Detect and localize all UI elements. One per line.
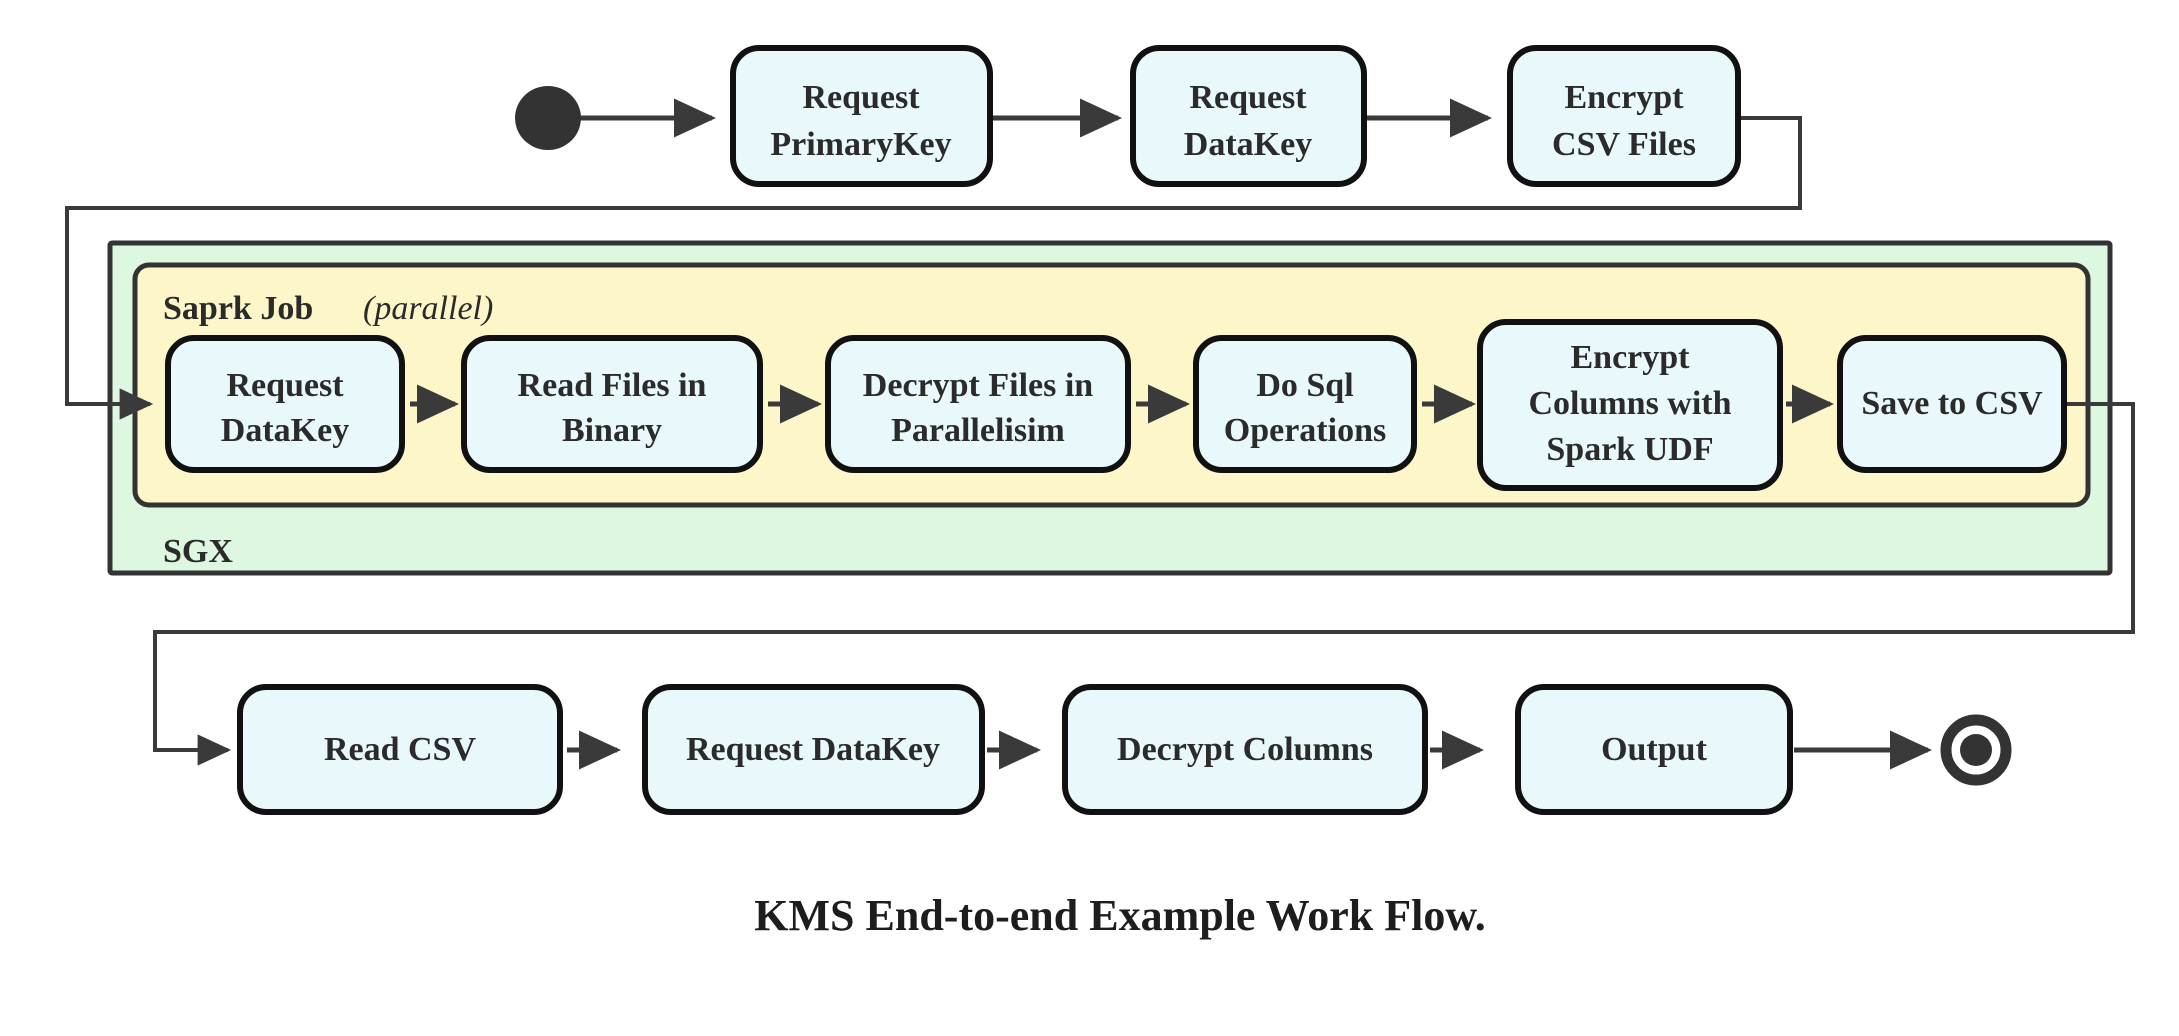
node-encrypt-csv-files-line-2: CSV Files (1552, 126, 1696, 163)
node-read-csv-shape[interactable] (237, 684, 563, 815)
node-do-sql-operations-line-1: Do Sql (1256, 367, 1353, 404)
node-save-to-csv-shape[interactable] (1837, 335, 2067, 473)
node-request-datakey-top-line-1: Request (1189, 79, 1307, 116)
node-request-datakey-top-line-2: DataKey (1184, 126, 1312, 163)
node-read-files-in-binary-shape[interactable] (461, 335, 763, 473)
node-read-csv[interactable]: Read CSV (237, 684, 563, 815)
node-decrypt-files-in-parallelisim-shape[interactable] (825, 335, 1131, 473)
parallel-word: parallel (372, 290, 482, 327)
node-do-sql-operations-line-2: Operations (1224, 412, 1386, 449)
edge-save-csv-to-read-csv (153, 402, 2135, 766)
node-output-shape[interactable] (1515, 684, 1793, 815)
node-request-primarykey-line-2: PrimaryKey (770, 126, 951, 163)
node-do-sql-operations-shape[interactable] (1193, 335, 1417, 473)
diagram-caption: KMS End-to-end Example Work Flow. (754, 891, 1485, 940)
node-request-datakey-spark-line-2: DataKey (221, 412, 349, 449)
node-decrypt-columns[interactable]: Decrypt Columns (1062, 684, 1428, 815)
node-request-datakey-spark-shape[interactable] (165, 335, 405, 473)
spark-job-label-parallel: (parallel) (363, 290, 493, 327)
node-read-files-in-binary[interactable]: Read Files in Binary (461, 335, 763, 473)
node-read-files-in-binary-line-2: Binary (562, 412, 662, 449)
node-do-sql-operations[interactable]: Do Sql Operations (1193, 335, 1417, 473)
start-state-node (515, 86, 581, 150)
node-request-datakey-bottom[interactable]: Request DataKey (642, 684, 985, 815)
node-read-csv-line-1: Read CSV (324, 731, 477, 768)
node-request-datakey-spark-line-1: Request (226, 367, 344, 404)
node-decrypt-files-line-2: Parallelisim (891, 412, 1065, 449)
node-encrypt-csv-files-shape[interactable] (1507, 45, 1741, 187)
node-encrypt-csv-files[interactable]: Encrypt CSV Files (1507, 45, 1741, 187)
node-output[interactable]: Output (1515, 684, 1793, 815)
paren-open: ( (363, 290, 377, 327)
spark-job-label-bold: Saprk Job (163, 290, 313, 327)
node-request-primarykey-shape[interactable] (730, 45, 993, 187)
paren-close: ) (480, 290, 493, 327)
node-request-datakey-spark[interactable]: Request DataKey (165, 335, 405, 473)
node-decrypt-columns-line-1: Decrypt Columns (1117, 731, 1373, 768)
edge-encrypt-csv-to-spark-datakey (65, 116, 1802, 420)
node-request-primarykey-line-1: Request (802, 79, 920, 116)
node-output-line-1: Output (1601, 731, 1707, 768)
node-decrypt-columns-shape[interactable] (1062, 684, 1428, 815)
node-save-to-csv[interactable]: Save to CSV (1837, 335, 2067, 473)
node-read-files-in-binary-line-1: Read Files in (518, 367, 707, 404)
final-state-node (1940, 714, 2012, 786)
node-encrypt-columns-line-2: Columns with (1528, 385, 1731, 422)
node-encrypt-columns-shape[interactable] (1477, 319, 1783, 491)
node-request-datakey-bottom-shape[interactable] (642, 684, 985, 815)
node-encrypt-csv-files-line-1: Encrypt (1565, 79, 1685, 116)
node-decrypt-files-line-1: Decrypt Files in (863, 367, 1093, 404)
node-request-datakey-top[interactable]: Request DataKey (1130, 45, 1367, 187)
node-request-primarykey[interactable]: Request PrimaryKey (730, 45, 993, 187)
node-request-datakey-top-shape[interactable] (1130, 45, 1367, 187)
node-request-datakey-bottom-line-1: Request DataKey (686, 731, 940, 768)
node-decrypt-files-in-parallelisim[interactable]: Decrypt Files in Parallelisim (825, 335, 1131, 473)
sgx-label: SGX (163, 533, 233, 570)
node-encrypt-columns-line-1: Encrypt (1571, 339, 1691, 376)
node-encrypt-columns-with-spark-udf[interactable]: Encrypt Columns with Spark UDF (1477, 319, 1783, 491)
node-save-to-csv-line-1: Save to CSV (1861, 385, 2043, 422)
node-encrypt-columns-line-3: Spark UDF (1546, 431, 1713, 468)
